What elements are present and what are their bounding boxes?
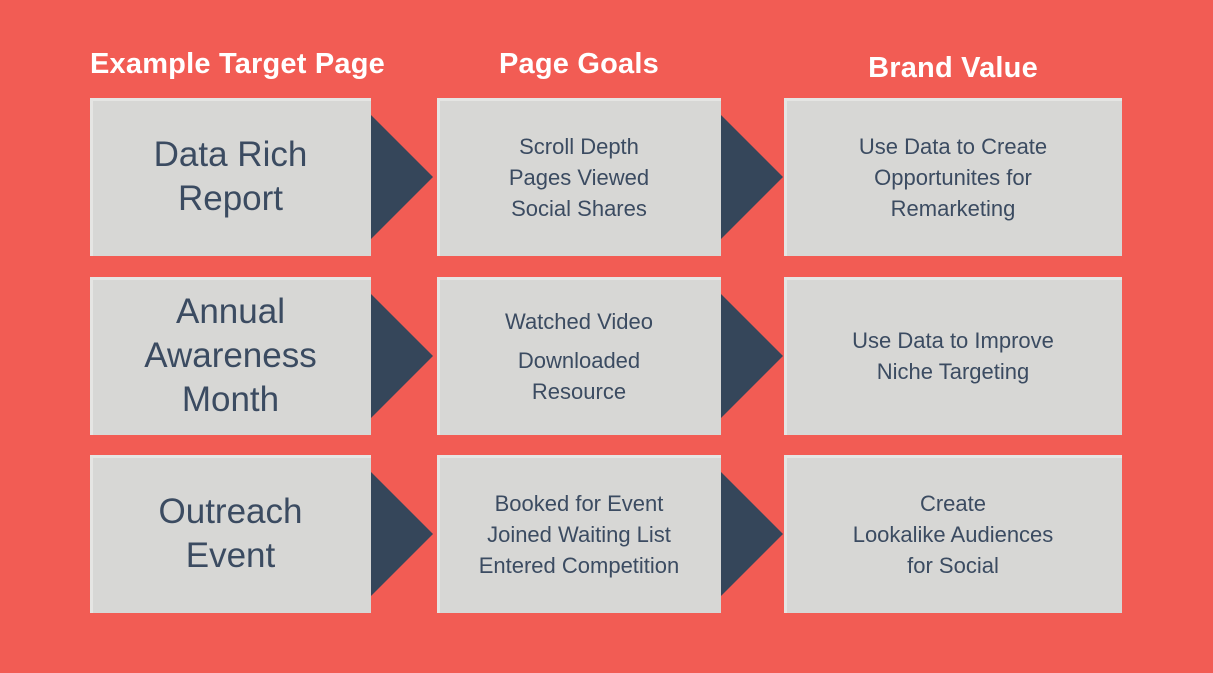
brand-value-text: Use Data to Improve Niche Targeting (852, 328, 1054, 384)
arrow-right-icon (721, 115, 783, 239)
brand-value-box-row1: Use Data to Create Opportunites for Rema… (784, 98, 1122, 256)
column-header-brand-value: Brand Value (868, 52, 1038, 84)
page-goals-box-row2: Watched Video Downloaded Resource (437, 277, 721, 435)
target-page-box-data-rich-report: Data Rich Report (90, 98, 371, 256)
arrow-right-icon (371, 115, 433, 239)
brand-value-box-row2: Use Data to Improve Niche Targeting (784, 277, 1122, 435)
column-header-example-target-page: Example Target Page (90, 48, 385, 80)
page-goals-text: Booked for Event Joined Waiting List Ent… (478, 490, 680, 578)
target-page-label: Annual Awareness Month (144, 292, 317, 419)
brand-value-text: Use Data to Create Opportunites for Rema… (858, 133, 1048, 221)
page-goals-text: Downloaded Resource (517, 347, 641, 404)
arrow-right-icon (721, 472, 783, 596)
page-goals-box-row3: Booked for Event Joined Waiting List Ent… (437, 455, 721, 613)
page-goals-text: Scroll Depth Pages Viewed Social Shares (508, 133, 650, 221)
column-header-page-goals: Page Goals (499, 48, 659, 80)
brand-value-text: Create Lookalike Audiences for Social (852, 490, 1054, 578)
arrow-right-icon (721, 294, 783, 418)
target-page-box-annual-awareness-month: Annual Awareness Month (90, 277, 371, 435)
brand-value-box-row3: Create Lookalike Audiences for Social (784, 455, 1122, 613)
target-page-label: Data Rich Report (153, 135, 308, 218)
target-page-box-outreach-event: Outreach Event (90, 455, 371, 613)
arrow-right-icon (371, 472, 433, 596)
page-goals-text: Watched Video (505, 308, 653, 334)
arrow-right-icon (371, 294, 433, 418)
target-page-label: Outreach Event (158, 492, 303, 575)
page-goals-box-row1: Scroll Depth Pages Viewed Social Shares (437, 98, 721, 256)
